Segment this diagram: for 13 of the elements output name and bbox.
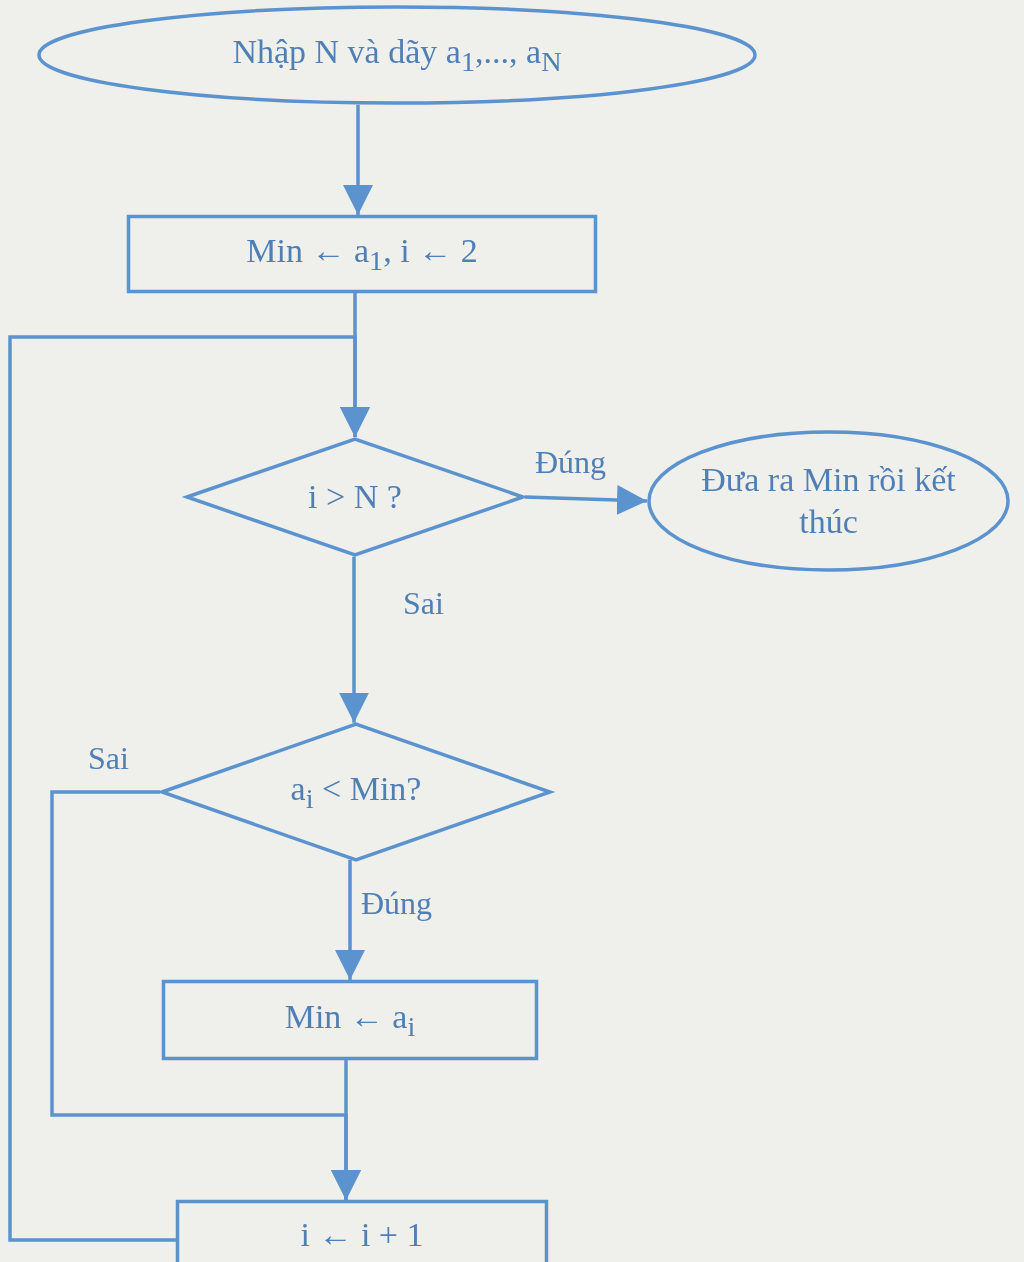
arrow <box>339 556 369 723</box>
arrow <box>343 104 373 215</box>
arrow <box>331 1060 361 1200</box>
arrow <box>524 485 648 515</box>
node-text: i > N ? <box>308 476 402 517</box>
node-text: Min ← a$_{1}$, i ← 2 <box>246 230 478 278</box>
node-text: a$_{i}$ < Min? <box>290 768 422 816</box>
node-text: Nhập N và dãy a$_{1}$,..., a$_{N}$ <box>232 31 562 79</box>
node-text: Min ← a$_{i}$ <box>284 996 416 1044</box>
arrow <box>335 859 365 980</box>
node-text: i ← i + 1 <box>300 1214 424 1255</box>
arrow <box>8 335 370 1242</box>
node-text: Đưa ra Min rồi kết thúc <box>700 459 957 542</box>
